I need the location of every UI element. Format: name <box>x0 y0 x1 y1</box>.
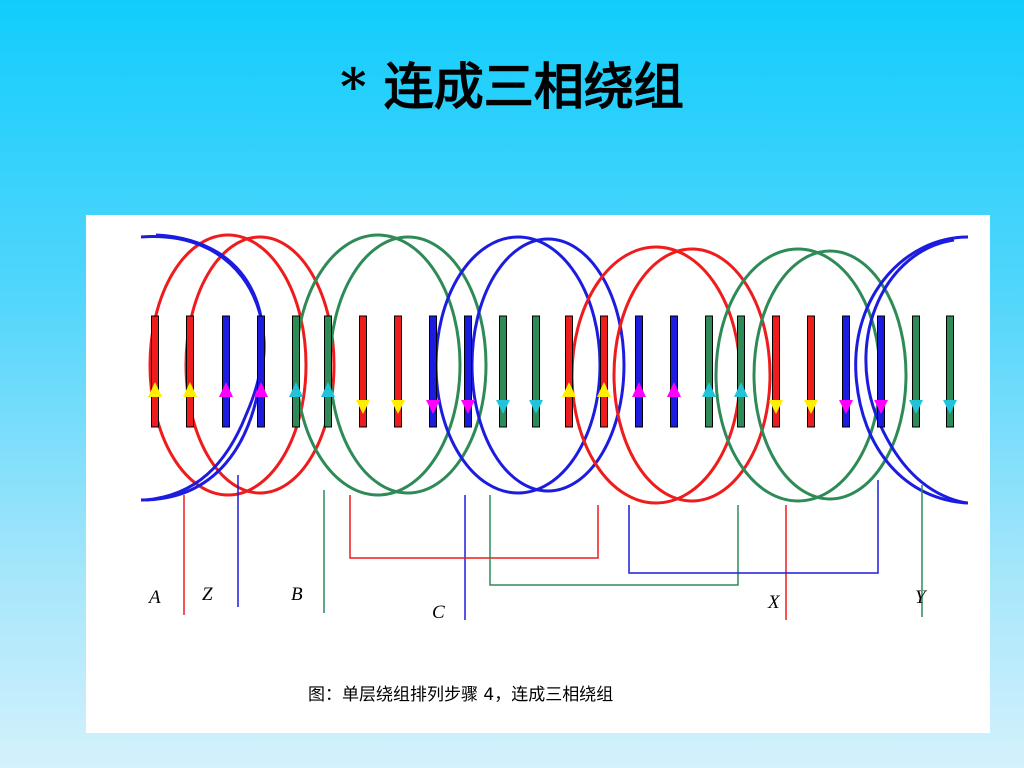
slot-conductor <box>705 315 713 428</box>
slot-conductor <box>186 315 194 428</box>
current-arrow-up <box>254 382 268 397</box>
slot-conductor <box>359 315 367 428</box>
current-arrow-down <box>461 400 475 414</box>
slot-conductor <box>807 315 815 428</box>
current-arrow-up <box>321 382 335 397</box>
slot-conductor <box>499 315 507 428</box>
connection-blue <box>628 480 879 574</box>
slot-conductor <box>877 315 885 428</box>
slot-conductor <box>912 315 920 428</box>
current-arrow-down <box>356 400 370 414</box>
current-arrow-up <box>734 382 748 397</box>
current-arrow-up <box>562 382 576 397</box>
terminal-label-b: B <box>291 584 303 605</box>
slot-conductor <box>222 315 230 428</box>
slot-conductor <box>772 315 780 428</box>
current-arrow-up <box>632 382 646 397</box>
slot-conductor <box>532 315 540 428</box>
current-arrow-down <box>943 400 957 414</box>
current-arrow-down <box>529 400 543 414</box>
coil-blue-edge-left <box>140 235 266 502</box>
slot-conductor <box>324 315 332 428</box>
current-arrow-up <box>289 382 303 397</box>
current-arrow-down <box>769 400 783 414</box>
terminal-label-a: A <box>147 587 161 608</box>
slot-conductor <box>946 315 954 428</box>
slot-conductor <box>565 315 573 428</box>
slot-conductor <box>670 315 678 428</box>
slide-title: * 连成三相绕组 <box>340 57 684 116</box>
current-arrow-up <box>667 382 681 397</box>
coil-red <box>612 247 772 503</box>
terminal-label-y: Y <box>915 587 928 608</box>
current-arrow-down <box>874 400 888 414</box>
coil-green <box>752 249 908 501</box>
winding-diagram-panel: A Z B C X Y 图：单层绕组排列步骤 4，连成三相绕组 <box>86 215 990 733</box>
current-arrow-up <box>183 382 197 397</box>
coil-blue-edge-left <box>145 233 265 502</box>
current-arrow-up <box>219 382 233 397</box>
connection-red <box>349 495 599 559</box>
slot-conductor <box>257 315 265 428</box>
current-arrow-down <box>496 400 510 414</box>
terminal-label-z: Z <box>202 584 213 605</box>
terminal-label-c: C <box>432 602 445 623</box>
slot-conductor <box>394 315 402 428</box>
slot-conductor <box>600 315 608 428</box>
current-arrow-down <box>426 400 440 414</box>
slot-conductor <box>464 315 472 428</box>
current-arrow-down <box>391 400 405 414</box>
current-arrow-up <box>702 382 716 397</box>
slot-conductor <box>429 315 437 428</box>
slot-conductor <box>151 315 159 428</box>
current-arrow-up <box>148 382 162 397</box>
coil-green <box>328 235 488 495</box>
coil-blue-edge-right <box>854 235 969 505</box>
current-arrow-down <box>839 400 853 414</box>
current-arrow-up <box>597 382 611 397</box>
slot-conductor <box>842 315 850 428</box>
slot-conductor <box>292 315 300 428</box>
slot-conductor <box>635 315 643 428</box>
winding-diagram: A Z B C X Y 图：单层绕组排列步骤 4，连成三相绕组 <box>140 233 969 705</box>
current-arrow-down <box>804 400 818 414</box>
coil-blue-edge-right <box>864 238 967 505</box>
current-arrow-down <box>909 400 923 414</box>
connection-green <box>489 495 739 586</box>
slot-conductor <box>737 315 745 428</box>
diagram-caption: 图：单层绕组排列步骤 4，连成三相绕组 <box>308 685 613 705</box>
coil-red <box>148 233 308 497</box>
terminal-label-x: X <box>767 592 781 613</box>
